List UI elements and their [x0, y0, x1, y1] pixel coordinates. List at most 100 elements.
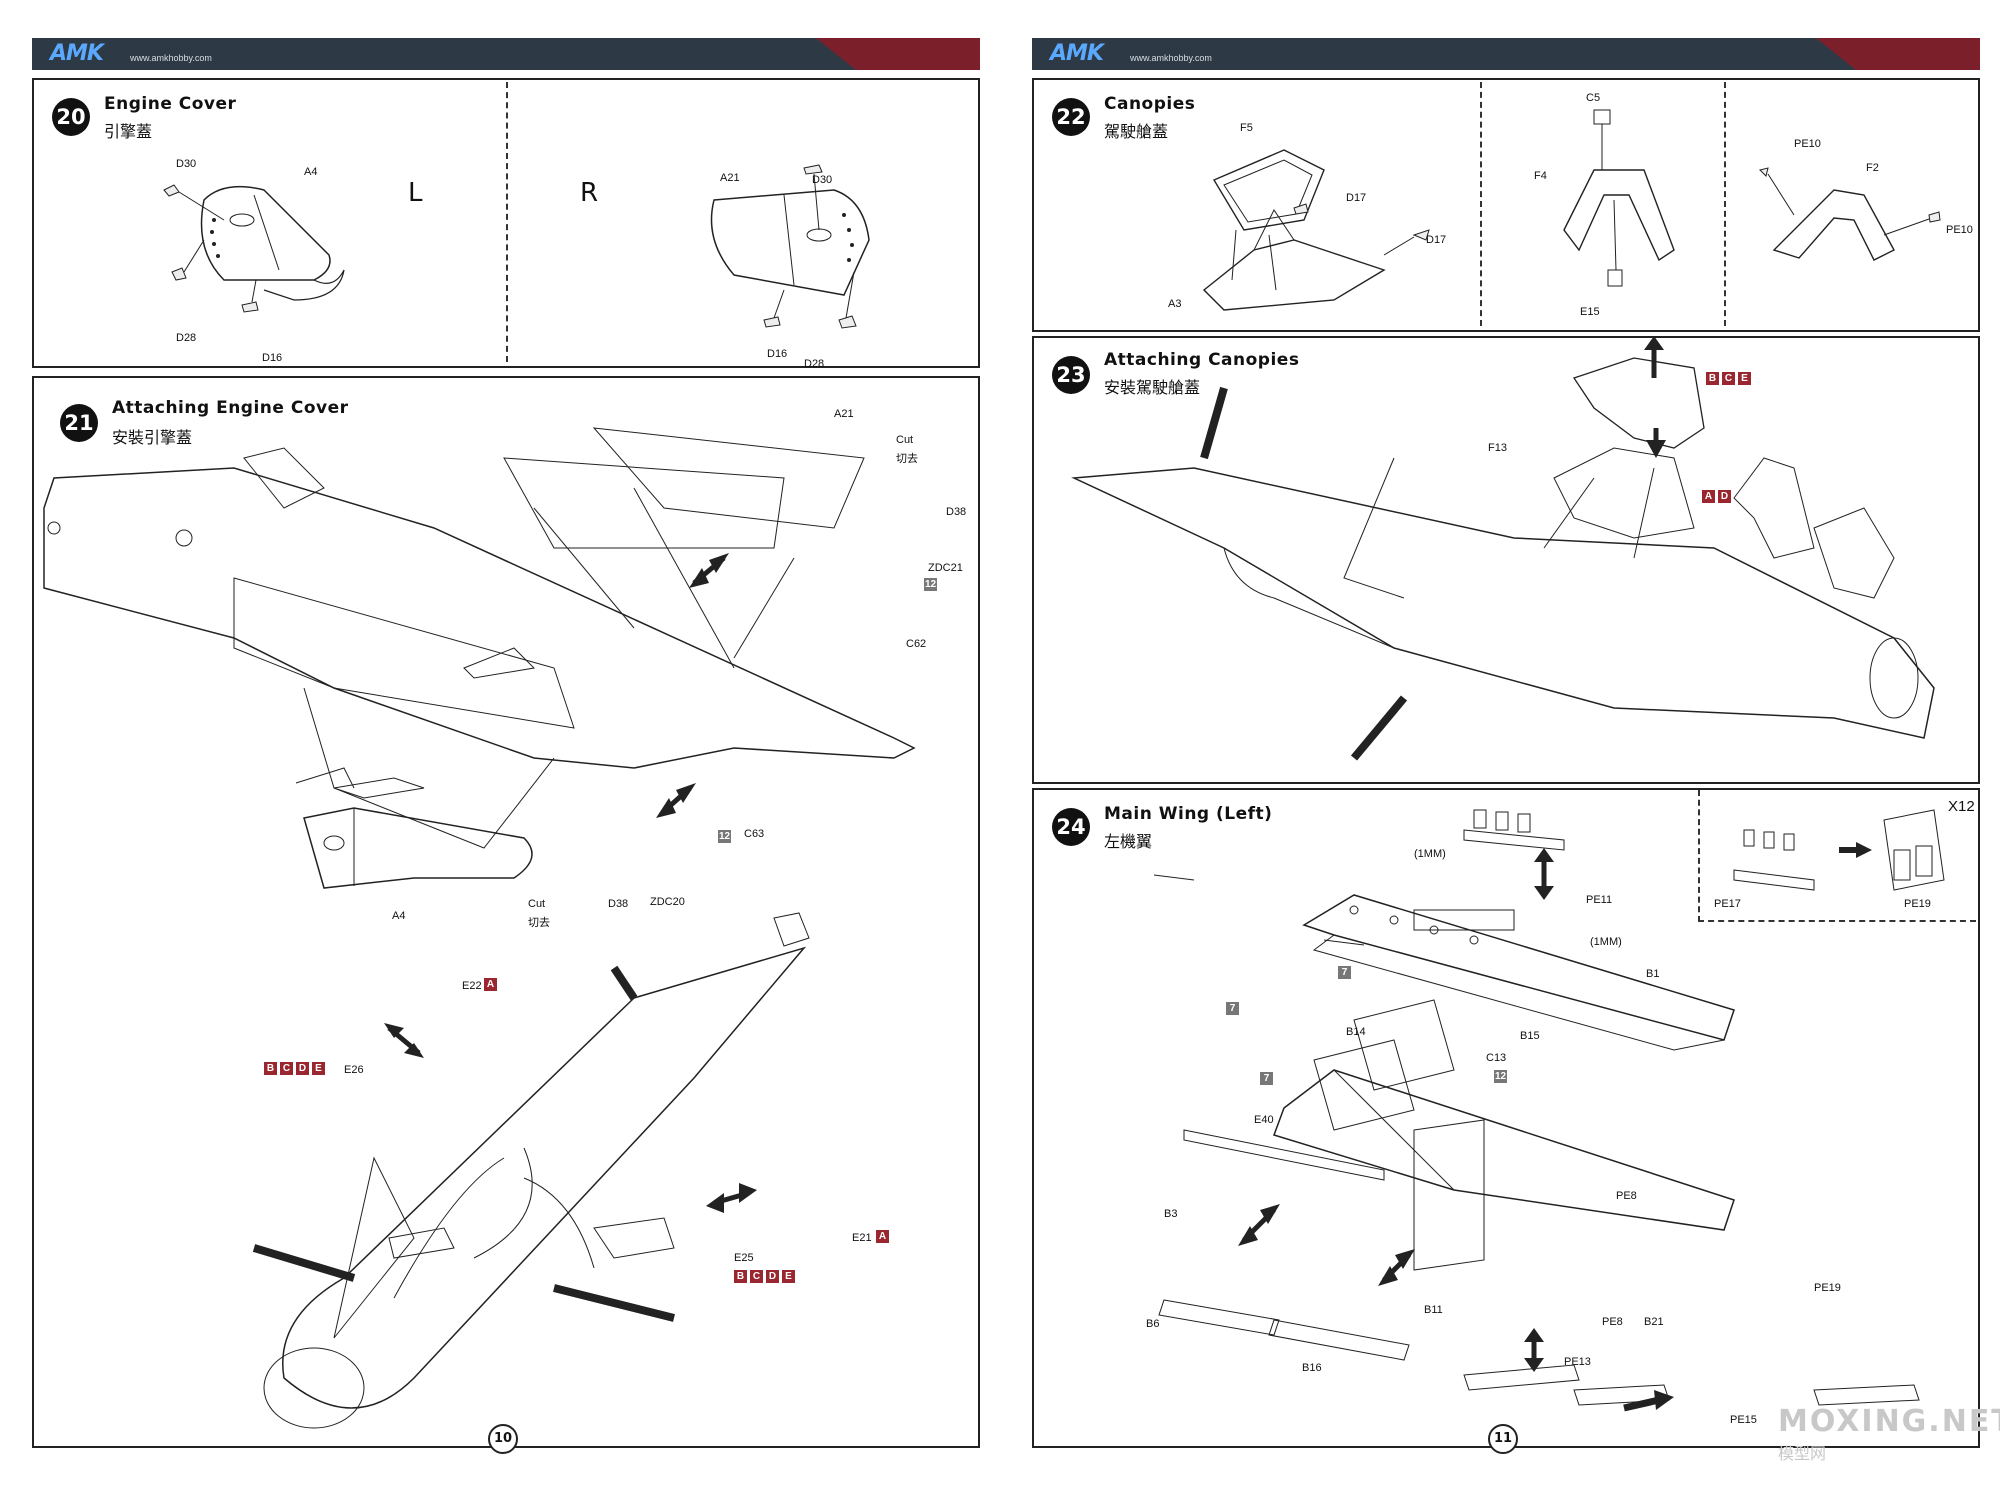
part-label: B15 — [1520, 1030, 1540, 1042]
part-label: F4 — [1534, 170, 1547, 182]
code-letter: E — [312, 1062, 325, 1075]
step-number: 22 — [1052, 98, 1090, 136]
part-label: E26 — [344, 1064, 364, 1076]
part-label: D16 — [767, 348, 788, 360]
header-bar — [32, 38, 980, 70]
part-label: D38 — [946, 506, 967, 518]
left-side-mark: L — [408, 178, 423, 208]
part-label: 切去 — [896, 453, 918, 465]
page-header-right: AMK www.amkhobby.com — [1032, 38, 1980, 70]
tag-number: 7 — [1260, 1072, 1273, 1085]
number-tag-7: 7 — [1338, 966, 1351, 979]
part-label: D38 — [608, 898, 629, 910]
divider — [1724, 82, 1726, 326]
part-label: ZDC21 — [928, 562, 963, 574]
tag-number: 12 — [1494, 1070, 1507, 1083]
brand-logo: AMK — [1050, 41, 1104, 66]
part-label: D28 — [176, 332, 197, 344]
part-label: B21 — [1644, 1316, 1664, 1328]
brand-url: www.amkhobby.com — [130, 53, 212, 63]
canopy-f2-drawing — [1754, 140, 1954, 290]
part-label: PE8 — [1616, 1190, 1637, 1202]
small-panel-parts — [34, 378, 974, 1438]
part-label: E40 — [1254, 1114, 1274, 1126]
part-label: B6 — [1146, 1318, 1160, 1330]
part-label: B3 — [1164, 1208, 1178, 1220]
watermark-subtext: 模型网 — [1778, 1444, 1827, 1463]
number-tag-12: 12 — [1494, 1070, 1507, 1083]
part-label: D28 — [804, 358, 825, 370]
tag-number: 12 — [718, 830, 731, 843]
part-label: D30 — [176, 158, 197, 170]
code-letter: D — [296, 1062, 309, 1075]
part-label: PE8 — [1602, 1316, 1623, 1328]
step-subtitle: 安裝引擎蓋 — [112, 428, 193, 447]
engine-cover-left-part — [294, 798, 554, 928]
step-title: Main Wing (Left) — [1104, 804, 1273, 824]
tag-number: 7 — [1226, 1002, 1239, 1015]
step-title: Attaching Canopies — [1104, 350, 1300, 370]
step-number: 21 — [60, 404, 98, 442]
code-letter: A — [484, 978, 497, 991]
code-letter: C — [280, 1062, 293, 1075]
tag-number: 12 — [924, 578, 937, 591]
step-23-panel: 23 Attaching Canopies 安裝駕駛艙蓋 F13 B C E — [1032, 336, 1980, 784]
part-label: E25 — [734, 1252, 754, 1264]
aircraft-side-drawing — [1074, 336, 1974, 768]
number-tag-7: 7 — [1226, 1002, 1239, 1015]
part-label: A4 — [304, 166, 318, 178]
c63-number-tag: 12 — [718, 830, 731, 843]
part-label: PE17 — [1714, 898, 1741, 910]
part-label: D17 — [1426, 234, 1447, 246]
e22-code: A — [484, 978, 497, 991]
part-label: (1MM) — [1590, 936, 1622, 948]
page-header-left: AMK www.amkhobby.com — [32, 38, 980, 70]
part-label: B14 — [1346, 1026, 1366, 1038]
part-label: ZDC20 — [650, 896, 685, 908]
part-label: PE11 — [1586, 894, 1613, 906]
part-label: A3 — [1168, 298, 1182, 310]
page-number: 11 — [1488, 1424, 1518, 1454]
step-22-panel: 22 Canopies 駕駛艙蓋 F5 D17 D17 A3 C5 F4 — [1032, 78, 1980, 332]
part-label: PE10 — [1946, 224, 1973, 236]
part-label: A21 — [720, 172, 740, 184]
step-21-panel: 21 Attaching Engine Cover 安裝引擎蓋 — [32, 376, 980, 1448]
watermark-text: MOXING.NET — [1778, 1404, 2000, 1439]
code-letter: B — [1706, 372, 1719, 385]
step-title: Attaching Engine Cover — [112, 398, 349, 418]
part-label: PE19 — [1904, 898, 1931, 910]
part-label: D16 — [262, 352, 283, 364]
canopy-f4-drawing — [1534, 100, 1714, 310]
header-bar — [1032, 38, 1980, 70]
step-subtitle: 安裝駕駛艙蓋 — [1104, 378, 1201, 397]
divider — [506, 82, 508, 362]
left-page: AMK www.amkhobby.com 20 Engine Cover 引擎蓋… — [32, 38, 980, 1454]
part-label: D30 — [812, 174, 833, 186]
code-letter: A — [1702, 490, 1715, 503]
canopy-f5-drawing — [1184, 140, 1444, 310]
part-label: PE13 — [1564, 1356, 1591, 1368]
step-number: 23 — [1052, 356, 1090, 394]
code-letter: D — [766, 1270, 779, 1283]
part-label: E22 — [462, 980, 482, 992]
main-wing-drawing — [1034, 790, 1974, 1440]
part-label: Cut — [528, 898, 546, 910]
part-label: F5 — [1240, 122, 1253, 134]
part-label: (1MM) — [1414, 848, 1446, 860]
part-label: C5 — [1586, 92, 1601, 104]
tag-number: 7 — [1338, 966, 1351, 979]
code-letter: B — [264, 1062, 277, 1075]
zdc21-number-tag: 12 — [924, 578, 937, 591]
e25-code: B C D E — [734, 1270, 795, 1283]
part-label: PE10 — [1794, 138, 1821, 150]
part-label: E21 — [852, 1232, 872, 1244]
canopy-mid-code: A D — [1702, 490, 1731, 503]
e21-code: A — [876, 1230, 889, 1243]
number-tag-7: 7 — [1260, 1072, 1273, 1085]
part-label: A4 — [392, 910, 406, 922]
part-label: D17 — [1346, 192, 1367, 204]
step-20-panel: 20 Engine Cover 引擎蓋 L R D30 A4 D28 D16 — [32, 78, 980, 370]
step-subtitle: 引擎蓋 — [104, 122, 153, 141]
code-letter: D — [1718, 490, 1731, 503]
code-letter: B — [734, 1270, 747, 1283]
